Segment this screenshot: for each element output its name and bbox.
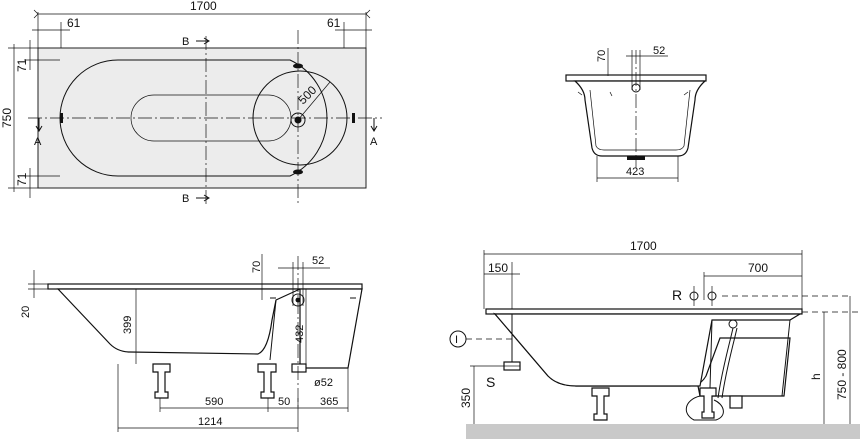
- height-label: 750: [0, 108, 14, 128]
- dim-50-label: 50: [278, 396, 290, 408]
- right-margin-label: 61: [327, 16, 341, 30]
- h-label: h: [809, 373, 823, 380]
- install-rim: [485, 308, 803, 315]
- height-range-label: 750 - 800: [835, 349, 849, 400]
- section-b-top-label: B: [182, 36, 189, 48]
- cross-section-basin: [573, 80, 707, 157]
- side-view: 20 399 70 52 432 ø52 590 50 365 1214: [20, 254, 363, 432]
- drain-height-label: 350: [459, 388, 473, 408]
- cross-section-marks: [577, 91, 689, 97]
- inner-recess: [130, 94, 292, 142]
- cross-section-drain: [627, 156, 645, 160]
- right-offset-label: 700: [748, 261, 768, 275]
- cross-section-inner: [589, 89, 691, 151]
- rim-label: 20: [20, 306, 32, 318]
- cross-dim-70-label: 70: [596, 50, 608, 62]
- dim-ticks-width: [33, 9, 371, 19]
- left-offset-label: 150: [488, 261, 508, 275]
- section-a-right-arrow: [370, 118, 378, 132]
- side-leg-left: [152, 363, 171, 399]
- cross-section-view: 70 52 423: [565, 45, 707, 182]
- side-drain: [291, 363, 307, 373]
- side-dim-52-label: 52: [312, 255, 324, 267]
- inner-basin-outline: [59, 59, 328, 177]
- side-view-rim: [47, 283, 363, 290]
- install-walls: [709, 319, 791, 397]
- depth-label: 399: [122, 316, 134, 334]
- section-b-top-arrow: [196, 37, 210, 45]
- section-a-left-label: A: [34, 136, 42, 148]
- left-margin-label: 61: [67, 16, 81, 30]
- side-dim-70-label: 70: [251, 261, 263, 273]
- overall-label: 1214: [198, 416, 222, 428]
- cross-bottom-width-label: 423: [626, 166, 644, 178]
- section-a-right-label: A: [370, 136, 378, 148]
- drain-diameter-label: ø52: [314, 377, 333, 389]
- overflow-height-label: 432: [294, 325, 306, 343]
- side-view-basin-right: [299, 288, 363, 369]
- tub-outline-top: [37, 47, 367, 189]
- top-offset-label: 71: [15, 58, 29, 72]
- bottom-offset-label: 71: [15, 172, 29, 186]
- waste-fitting: [729, 395, 743, 409]
- symbol-i: I: [455, 334, 458, 346]
- side-leg-right: [257, 363, 277, 399]
- floor: [466, 424, 860, 439]
- install-length-label: 1700: [630, 239, 657, 253]
- install-overflow: [728, 319, 738, 329]
- side-view-wall: [269, 299, 277, 361]
- side-view-basin-left: [56, 288, 301, 355]
- overflow-pipe-b: [721, 327, 738, 399]
- section-b-bottom-label: B: [182, 193, 189, 205]
- dim-365-label: 365: [320, 396, 338, 408]
- top-view: 500 B B A A 1700 61 61 750: [0, 0, 382, 206]
- install-leg-right: [699, 387, 717, 419]
- leg-span-label: 590: [205, 396, 223, 408]
- install-leg-left: [591, 387, 610, 421]
- symbol-r: R: [672, 287, 682, 303]
- installation-view: 1700 150 700 R I S 350 h 750 - 800: [449, 239, 860, 439]
- symbol-s: S: [486, 374, 495, 390]
- install-basin: [493, 313, 803, 387]
- overflow-pipe-a: [717, 327, 734, 399]
- waste-trap: [685, 395, 724, 421]
- width-label: 1700: [190, 0, 217, 13]
- cross-dim-52-label: 52: [653, 45, 665, 57]
- section-b-bottom-arrow: [196, 194, 210, 202]
- section-a-left-arrow: [35, 118, 43, 132]
- diameter-leader: [297, 81, 331, 121]
